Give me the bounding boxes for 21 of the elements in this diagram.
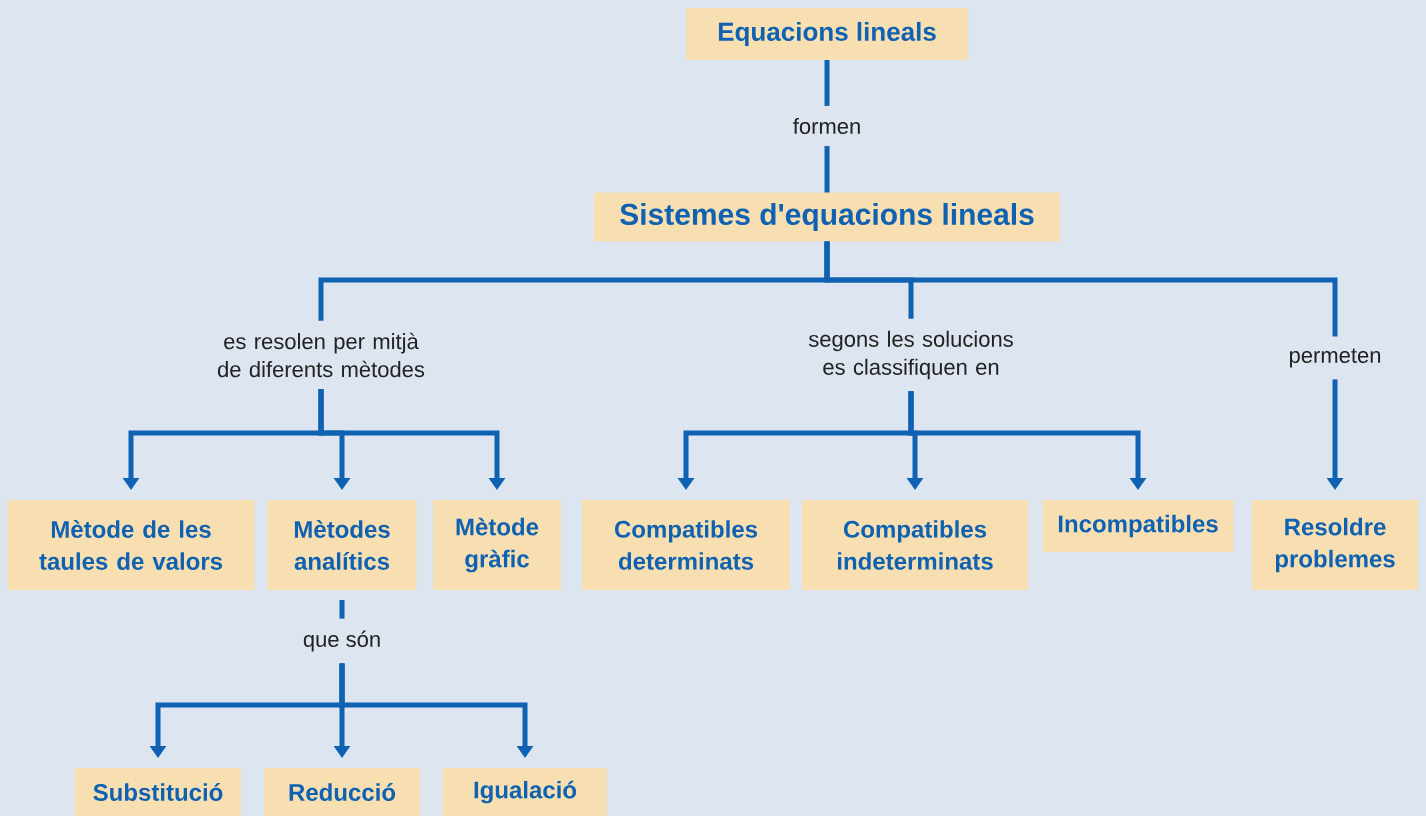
concept-box: Reducció <box>264 768 420 816</box>
concept-box: Mètode de les taules de valors <box>7 500 255 590</box>
concept-box: Equacions lineals <box>686 8 968 60</box>
linking-phrase: que són <box>303 630 380 652</box>
concept-box: Mètodes analítics <box>267 500 417 590</box>
concept-box: Igualació <box>443 768 607 816</box>
concept-box: Resoldre problemes <box>1252 500 1418 590</box>
concept-box: Mètode gràfic <box>433 500 561 590</box>
linking-phrase: segons les solucions es classifiquen en <box>808 330 1013 380</box>
connector-line <box>824 146 830 193</box>
connector-line <box>824 241 1338 337</box>
linking-phrase: formen <box>793 117 860 135</box>
concept-box: Substitució <box>75 768 241 816</box>
connector-line <box>339 600 345 619</box>
concept-box: Compatibles determinats <box>582 500 790 590</box>
connector-line <box>824 60 830 106</box>
concept-box: Compatibles indeterminats <box>802 500 1028 590</box>
concept-box: Sistemes d'equacions lineals <box>594 192 1060 242</box>
linking-phrase: permeten <box>1289 348 1381 368</box>
linking-phrase: es resolen per mitjà de diferents mètodes <box>218 332 425 378</box>
concept-box: Incompatibles <box>1042 500 1234 552</box>
